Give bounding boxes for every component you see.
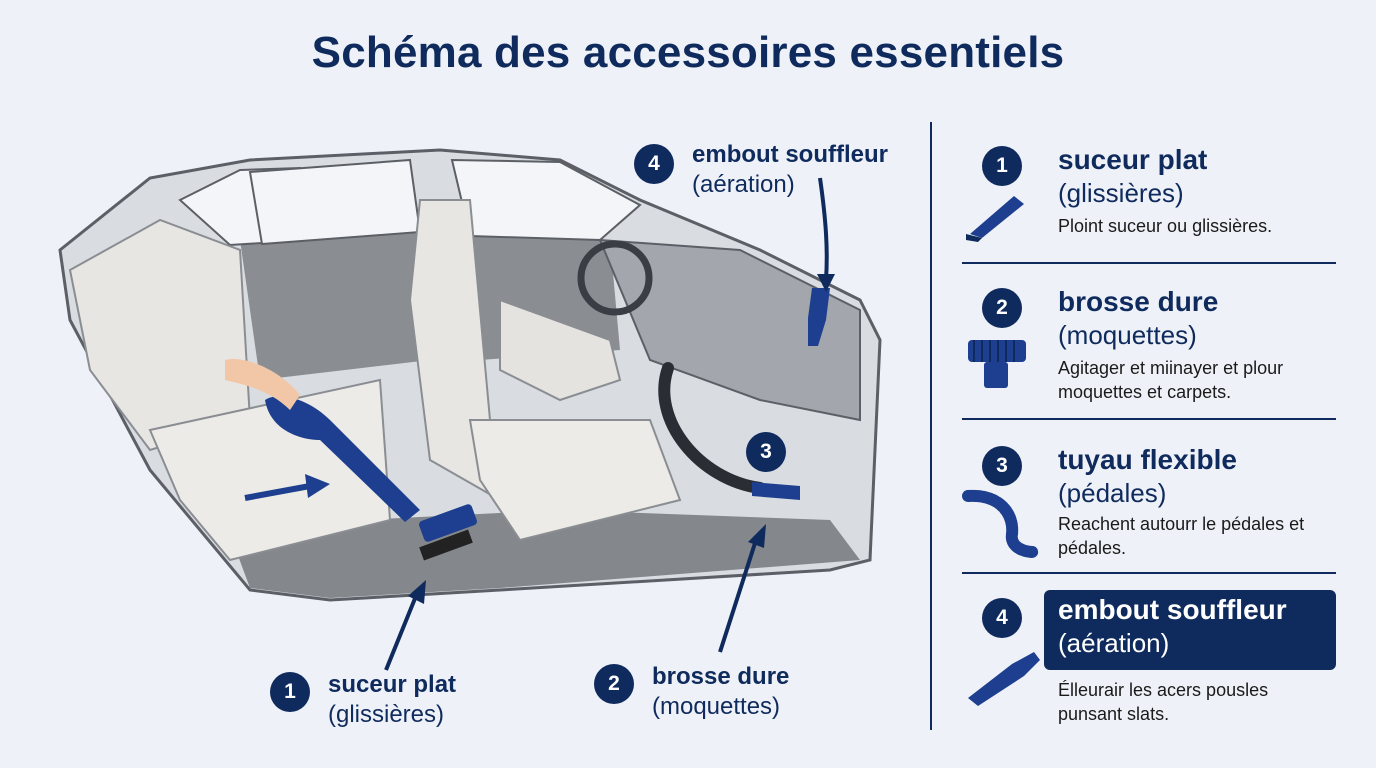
legend-item-brosse-dure: 2 brosse dure (moquettes) Agitager et mi… <box>962 282 1336 416</box>
legend-1-badge: 1 <box>982 146 1022 186</box>
legend-4-sub: (aération) <box>1058 628 1170 658</box>
callout-3-badge: 3 <box>746 432 786 472</box>
legend-item-suceur-plat: 1 suceur plat (glissières) Ploint suceur… <box>962 140 1336 260</box>
handheld-vacuum <box>225 359 477 561</box>
blower-nozzle <box>808 288 830 346</box>
callout-1-sub: (glissières) <box>328 701 445 728</box>
legend-3-name: tuyau flexible <box>1058 444 1237 475</box>
legend-3-sub: (pédales) <box>1058 478 1167 508</box>
legend-2-sub: (moquettes) <box>1058 320 1197 350</box>
blower-nozzle-icon <box>968 652 1040 706</box>
callout-2-name: brosse dure <box>652 663 790 690</box>
pointer-arrow-2 <box>718 524 766 653</box>
callout-1-label: suceur plat (glissières) <box>328 670 456 730</box>
window-middle <box>248 158 422 246</box>
crevice-nozzle-icon <box>966 196 1024 242</box>
page-title: Schéma des accessoires essentiels <box>311 28 1065 77</box>
vertical-divider <box>930 122 932 730</box>
flexible-hose-icon <box>962 489 1040 558</box>
legend-4-badge: 4 <box>982 598 1022 638</box>
legend-2-badge: 2 <box>982 288 1022 328</box>
callout-2-sub: (moquettes) <box>652 693 781 720</box>
callout-4-badge: 4 <box>634 144 674 184</box>
steering-wheel <box>577 240 653 316</box>
legend-1-sub: (glissières) <box>1058 178 1184 208</box>
car-interior-illustration <box>58 148 882 671</box>
front-seat-cushion <box>468 419 682 542</box>
legend-3-description: Reachent autourr le pédales et pédales. <box>1058 514 1305 558</box>
legend-1-description: Ploint suceur ou glissières. <box>1058 216 1273 236</box>
window-front <box>450 158 642 242</box>
car-floor <box>210 480 860 598</box>
legend-separator <box>962 262 1336 264</box>
callout-2-badge: 2 <box>594 664 634 704</box>
legend-4-description: Élleurair les acers pousles punsant slat… <box>1058 680 1269 724</box>
legend-2-name: brosse dure <box>1058 286 1219 317</box>
callout-1-badge: 1 <box>270 672 310 712</box>
pointer-arrow-4 <box>817 177 835 292</box>
callout-4-sub: (aération) <box>692 171 795 198</box>
door-panel-rear <box>240 230 430 380</box>
legend-separator <box>962 572 1336 574</box>
legend-3-badge: 3 <box>982 446 1022 486</box>
legend-4-name: embout souffleur <box>1058 594 1287 625</box>
legend-item-tuyau-flexible: 3 tuyau flexible (pédales) Reachent auto… <box>962 440 1336 570</box>
passenger-seat <box>499 298 622 402</box>
stiff-brush-icon <box>968 340 1026 388</box>
dashboard <box>598 238 861 422</box>
callout-4-name: embout souffleur <box>692 141 888 168</box>
pointer-arrow-1 <box>384 580 426 671</box>
legend-separator <box>962 418 1336 420</box>
callout-2-label: brosse dure (moquettes) <box>652 662 789 722</box>
legend-4-highlight <box>1044 590 1336 670</box>
callout-4-label: embout souffleur (aération) <box>692 140 888 200</box>
legend-1-name: suceur plat <box>1058 144 1208 175</box>
flexible-hose <box>658 362 766 494</box>
motion-arrow <box>244 474 330 501</box>
hose-nozzle <box>752 482 800 500</box>
legend-2-description: Agitager et miinayer et plour moquettes … <box>1058 358 1284 402</box>
callout-1-name: suceur plat <box>328 671 457 698</box>
legend-item-embout-souffleur: 4 embout souffleur (aération) Élleurair … <box>962 590 1336 730</box>
